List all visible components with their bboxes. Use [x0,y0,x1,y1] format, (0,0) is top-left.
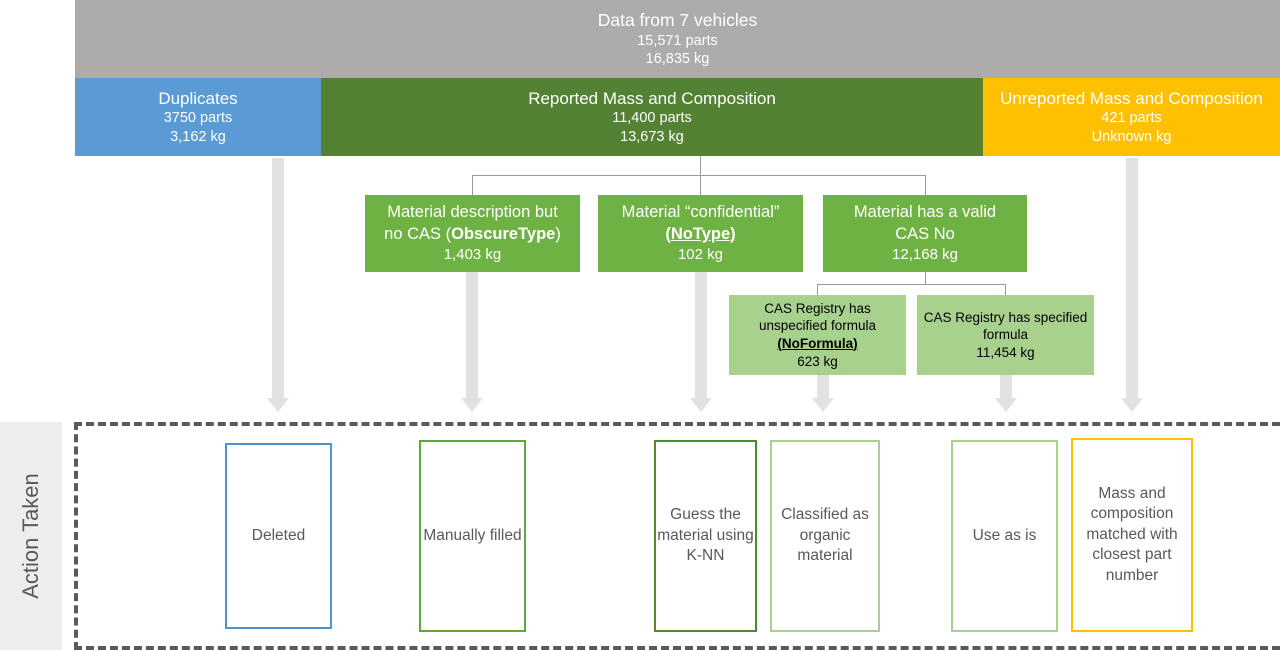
bar-unreported: Unreported Mass and Composition 421 part… [983,78,1280,156]
action-taken-region [74,422,1280,650]
connector-to-noformula [817,284,818,295]
action-taken-label: Action Taken [0,422,62,650]
noformula-keyword-group: (NoFormula) [777,336,857,351]
box-no-type-line1: Material “confidential” [621,203,780,222]
connector-validcas-spine [817,284,1006,285]
bar-total-parts: 15,571 parts [637,32,718,49]
box-no-type-line2: (NoType) [665,224,735,245]
box-specified-formula-line1: CAS Registry has specified [923,309,1088,325]
box-no-formula-mass: 623 kg [797,353,838,369]
arrow-notype-to-knn [690,272,712,412]
arrow-specformula-to-useasis [995,375,1017,412]
action-box-matched-closest-part-text: Mass and composition matched with closes… [1086,484,1178,584]
box-obscure-type: Material description but no CAS (Obscure… [365,195,580,272]
connector-to-specformula [1005,284,1006,295]
bar-total-title: Data from 7 vehicles [597,10,758,31]
action-box-classified-organic-text: Classified as organic material [781,506,869,565]
box-specified-formula: CAS Registry has specified formula 11,45… [917,295,1094,375]
action-box-matched-closest-part[interactable]: Mass and composition matched with closes… [1071,438,1193,632]
action-box-guess-knn[interactable]: Guess the material using K-NN [654,440,757,632]
arrow-unreported-to-matched [1121,158,1143,412]
bar-unreported-title: Unreported Mass and Composition [1000,88,1263,108]
bar-reported-title: Reported Mass and Composition [528,88,776,108]
connector-reported-spine [472,175,926,176]
bar-duplicates-title: Duplicates [158,88,238,108]
action-box-use-as-is-text: Use as is [972,526,1037,544]
box-no-formula-line2: unspecified formula [758,318,877,334]
action-taken-label-text: Action Taken [18,473,44,599]
noformula-post: ) [853,336,858,351]
bar-duplicates-mass: 3,162 kg [170,128,226,145]
connector-to-obscuretype [472,175,473,195]
bar-duplicates: Duplicates 3750 parts 3,162 kg [75,78,321,156]
bar-reported: Reported Mass and Composition 11,400 par… [321,78,983,156]
arrow-obscuretype-to-manual [461,272,483,412]
noformula-keyword: NoFormula [781,336,854,351]
bar-total-mass: 16,835 kg [645,51,710,68]
connector-to-validcas [925,175,926,195]
action-box-deleted-text: Deleted [251,526,306,544]
bar-unreported-mass: Unknown kg [1091,128,1172,145]
action-box-manually-filled[interactable]: Manually filled [419,440,526,632]
connector-to-notype [700,175,701,195]
action-box-manually-filled-text: Manually filled [423,526,522,544]
box-obscure-type-mass: 1,403 kg [443,246,502,264]
obscure-pre: no CAS ( [384,224,452,243]
arrow-noformula-to-organic [812,375,834,412]
action-box-guess-knn-text: Guess the material using K-NN [657,506,754,565]
bar-total-data: Data from 7 vehicles 15,571 parts 16,835… [75,0,1280,78]
connector-reported-stem [700,156,701,175]
box-no-formula-line3: (NoFormula) [777,335,857,353]
bar-reported-mass: 13,673 kg [620,128,684,145]
obscure-keyword: ObscureType [451,224,556,243]
box-valid-cas-line2: CAS No [895,224,955,243]
action-box-classified-organic[interactable]: Classified as organic material [770,440,880,632]
box-valid-cas: Material has a valid CAS No 12,168 kg [823,195,1027,272]
action-box-use-as-is[interactable]: Use as is [951,440,1058,632]
box-no-formula: CAS Registry has unspecified formula (No… [729,295,906,375]
box-valid-cas-line1: Material has a valid [853,203,997,222]
connector-validcas-stem [925,272,926,284]
notype-keyword-group: (NoType) [665,225,735,243]
action-box-deleted[interactable]: Deleted [225,443,332,629]
noformula-pre: ( [777,336,782,351]
box-no-type: Material “confidential” (NoType) 102 kg [598,195,803,272]
box-valid-cas-mass: 12,168 kg [892,246,958,264]
notype-keyword: NoType [670,224,731,243]
box-no-formula-line1: CAS Registry has [764,300,871,316]
obscure-post: ) [555,224,561,243]
box-obscure-type-line2: no CAS (ObscureType) [384,224,561,245]
arrow-duplicates-to-deleted [267,158,289,412]
notype-pre: ( [665,224,671,243]
bar-reported-parts: 11,400 parts [612,110,692,127]
box-specified-formula-line2: formula [982,327,1028,343]
box-specified-formula-mass: 11,454 kg [976,344,1035,360]
box-no-type-mass: 102 kg [677,246,724,264]
notype-post: ) [730,224,736,243]
box-obscure-type-line1: Material description but [387,203,558,222]
bar-unreported-parts: 421 parts [1101,110,1162,127]
bar-duplicates-parts: 3750 parts [163,110,233,127]
